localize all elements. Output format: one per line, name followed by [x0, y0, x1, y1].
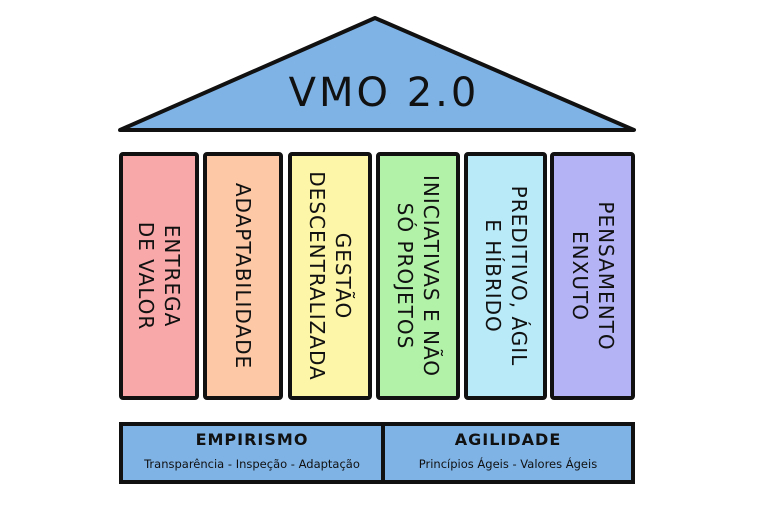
- roof-title: VMO 2.0: [288, 70, 480, 116]
- pillar-label: PREDITIVO, ÁGIL E HÍBRIDO: [480, 185, 531, 367]
- base-subtitle: Princípios Ágeis - Valores Ágeis: [418, 457, 598, 471]
- base-agilidade: AGILIDADE Princípios Ágeis - Valores Áge…: [381, 422, 635, 484]
- pillar-adaptabilidade: ADAPTABILIDADE: [203, 152, 283, 400]
- pillar-label: ENTREGA DE VALOR: [134, 221, 184, 331]
- pillar-entrega-de-valor: ENTREGA DE VALOR: [119, 152, 199, 400]
- pillar-iniciativas: INICIATIVAS E NÃO SÓ PROJETOS: [376, 152, 460, 400]
- pillar-preditivo-agil-hibrido: PREDITIVO, ÁGIL E HÍBRIDO: [464, 152, 547, 400]
- pillar-label: PENSAMENTO ENXUTO: [567, 201, 618, 351]
- base-empirismo: EMPIRISMO Transparência - Inspeção - Ada…: [119, 422, 385, 484]
- roof-triangle: [118, 16, 636, 132]
- base-title: EMPIRISMO: [195, 430, 309, 449]
- base-subtitle: Transparência - Inspeção - Adaptação: [144, 457, 360, 471]
- pillar-gestao-descentralizada: GESTÃO DESCENTRALIZADA: [288, 152, 372, 400]
- pillar-label: ADAPTABILIDADE: [231, 182, 255, 370]
- base-title: AGILIDADE: [454, 430, 562, 449]
- pillar-label: INICIATIVAS E NÃO SÓ PROJETOS: [393, 174, 443, 378]
- pillar-pensamento-enxuto: PENSAMENTO ENXUTO: [550, 152, 635, 400]
- pillar-label: GESTÃO DESCENTRALIZADA: [305, 171, 355, 381]
